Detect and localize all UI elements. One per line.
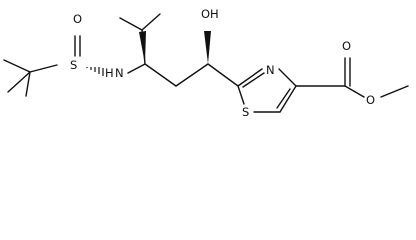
isopropyl-group <box>119 13 161 65</box>
nitrogen-hydrogen-label: H <box>105 66 114 80</box>
wedge-bond <box>139 31 146 64</box>
nitrogen-label: N <box>115 66 124 80</box>
ester-oxygen-label: O <box>366 93 375 107</box>
bond <box>175 63 209 87</box>
bond <box>25 71 31 97</box>
bond <box>242 72 265 88</box>
wedge-bond <box>204 31 211 64</box>
sulfinyl-oxygen-label: O <box>73 12 82 26</box>
bond <box>207 63 239 87</box>
carbonyl-oxygen-label: O <box>342 39 351 53</box>
bond <box>144 63 177 87</box>
bond <box>119 17 143 31</box>
bond <box>141 13 161 31</box>
bond <box>237 68 263 87</box>
thiazole-nitrogen-label: N <box>266 63 275 77</box>
sulfur-label: S <box>70 58 77 72</box>
thiazole-ring <box>237 68 297 113</box>
thiazole-sulfur-label: S <box>242 105 249 119</box>
bond <box>29 64 58 73</box>
methyl-ester-group <box>295 57 409 98</box>
bond <box>7 71 31 93</box>
bond <box>3 59 31 73</box>
tert-butyl-group <box>3 59 58 97</box>
sulfinyl-group <box>74 35 104 76</box>
bond <box>279 85 297 113</box>
bond <box>278 68 297 87</box>
bond <box>380 85 409 98</box>
hydroxyl-label: OH <box>201 7 219 21</box>
bond <box>344 85 365 98</box>
chemical-structure: O S N H OH N S O O <box>3 7 409 119</box>
bond <box>276 88 291 109</box>
bond <box>237 85 245 105</box>
bond <box>127 63 146 74</box>
